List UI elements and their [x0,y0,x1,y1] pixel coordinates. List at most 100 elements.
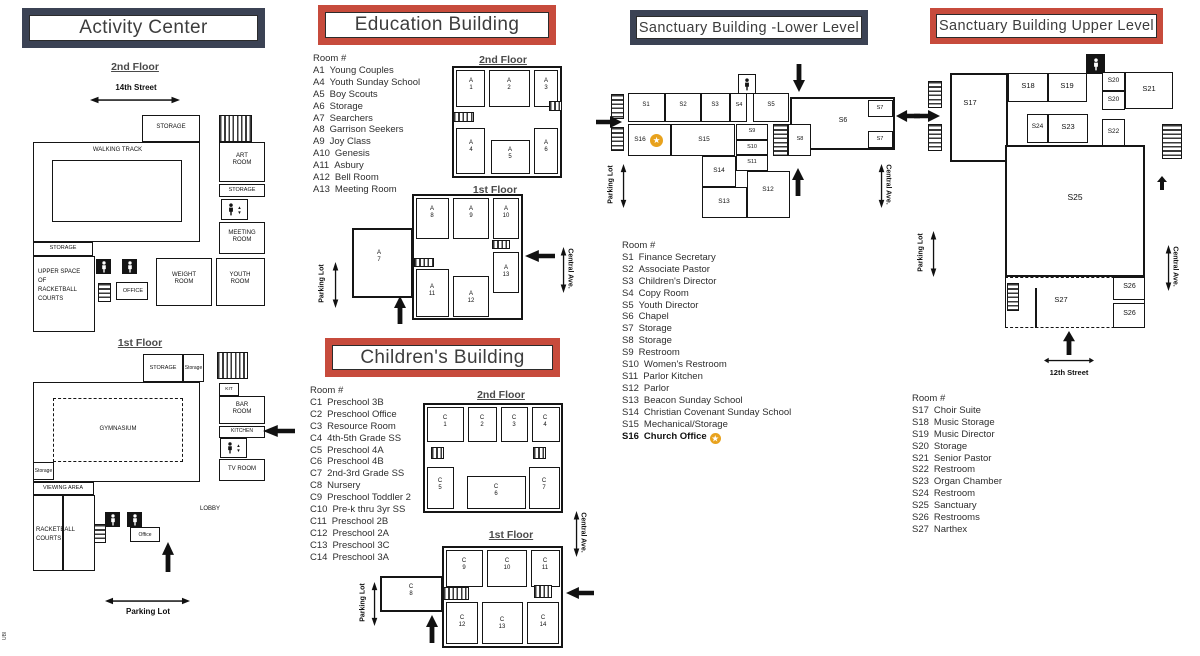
room-label: S21 [1142,84,1156,93]
14th-street-label: 14th Street [115,83,157,92]
room-label: C 7 [541,478,547,491]
room-label: A 2 [506,78,511,91]
room-label: GYMNASIUM [99,426,137,432]
room-label: C 14 [539,615,547,628]
room-label: C 5 [437,478,443,491]
parking-lot-label: Parking Lot [359,583,367,622]
church-office-star-icon: ★ [650,134,663,147]
sanctuary-upper-title: Sanctuary Building Upper Level [936,14,1157,38]
room-c4 [532,407,560,442]
stairs-icon [928,124,942,151]
room-s7-bottom [868,131,893,148]
room-label: S23 [1061,122,1075,131]
room-meeting [219,222,265,254]
building-title-text: Education Building [354,14,520,35]
childrens-building-title: Children's Building [332,345,553,370]
room-label: S17 [963,98,977,107]
room-kit [219,383,239,396]
room-label: A 5 [507,147,512,160]
room-a11 [416,269,449,317]
room-a4 [456,128,485,174]
room-label: S16 [634,136,646,143]
street-double-arrow-icon [1044,357,1094,364]
room-label: S10 [747,144,757,150]
room-label: WALKING TRACK [92,147,143,153]
wall [1035,288,1037,328]
entry-arrow-up-small-icon [1157,176,1167,190]
room-label: C 4 [542,415,548,428]
elevator-down-icon: ▼ [237,209,242,215]
central-ave-label: Central Ave. [884,164,892,205]
room-storage-top [142,115,200,142]
room-a5 [491,140,530,174]
room-s1 [628,93,665,122]
street-double-arrow-icon [573,511,580,557]
room-s7-top [868,100,893,117]
stairs-icon [217,352,248,379]
room-c6 [467,476,526,509]
parking-lot-label: Parking Lot [917,233,925,272]
room-storage-left [33,462,54,480]
room-racketball-courts [33,495,95,571]
room-s13 [702,187,747,218]
activity-center-title: Activity Center [29,15,258,41]
activity-2nd-floor-heading: 2nd Floor [111,61,159,73]
sanctuary-lower-title: Sanctuary Building -Lower Level [636,16,862,39]
room-c13 [482,602,523,644]
room-label: C 3 [511,415,517,428]
person-icon [229,203,234,216]
street-double-arrow-icon [1165,245,1172,291]
room-kitchen [219,426,265,438]
entry-arrow-down-icon [793,64,805,92]
room-a10 [493,198,519,239]
room-label: WEIGHT ROOM [172,272,196,285]
room-a2 [489,70,530,107]
entry-arrow-up-icon [426,615,438,643]
room-label: C 9 [461,558,467,571]
sanctuary-lower-title-box: Sanctuary Building -Lower Level [630,10,868,45]
stairs-icon [443,587,469,600]
room-label: KITCHEN [231,428,253,434]
room-s9 [736,124,768,140]
room-label: STORAGE [228,187,256,193]
room-label: OFFICE [122,288,144,294]
room-a8 [416,198,449,239]
entry-arrow-up-icon [792,168,804,196]
entry-arrow-right-icon [914,110,940,122]
room-youth [216,258,265,306]
entry-arrow-left-icon [566,587,594,599]
entry-arrow-up-icon [394,296,406,324]
room-label: A 1 [468,78,473,91]
room-label: A 6 [543,140,548,153]
room-label: C 10 [503,558,511,571]
wall [62,495,64,571]
elevator-up-icon: ▲ [237,204,242,210]
room-viewing-area [33,482,94,495]
room-storage-right [219,184,265,197]
room-c14 [527,602,559,644]
stairs-icon [611,127,624,151]
room-office [116,282,148,300]
room-label: S7 [876,136,884,142]
stairs-icon [928,81,942,108]
room-c8 [380,576,443,612]
street-double-arrow-icon [620,164,627,208]
stairs-icon [534,585,552,598]
